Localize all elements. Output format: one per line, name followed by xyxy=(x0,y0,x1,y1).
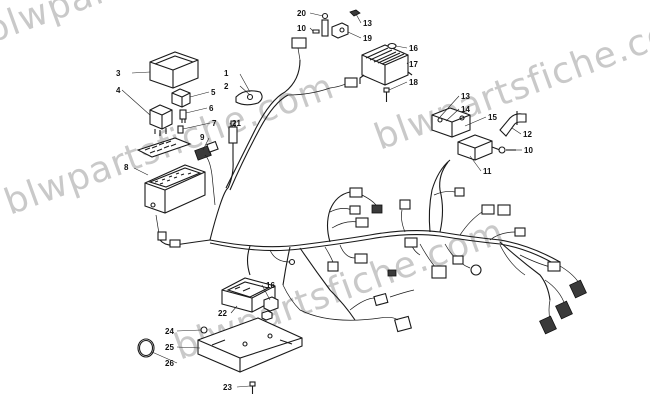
connector-right-a xyxy=(454,187,465,197)
callout-12: 12 xyxy=(523,130,532,139)
control-module xyxy=(457,134,506,161)
connector-far-b xyxy=(569,279,587,299)
connector-far-e xyxy=(514,227,526,237)
callout-26: 26 xyxy=(165,359,174,368)
connector-far-c xyxy=(555,300,573,320)
ecu xyxy=(221,277,276,313)
nut xyxy=(200,326,208,334)
screw xyxy=(249,381,256,394)
pipe-fitting xyxy=(499,111,527,137)
connector-right-b xyxy=(481,204,495,215)
callout-21: 21 xyxy=(232,119,241,128)
watermark-line: blwpartsfiche.com xyxy=(0,0,320,52)
callout-6: 6 xyxy=(209,104,214,113)
callout-4: 4 xyxy=(116,86,121,95)
callout-labels: 1 2 3 4 5 6 7 8 9 10 10 11 12 13 13 14 1… xyxy=(116,9,533,392)
fuse-block xyxy=(144,164,206,214)
callout-5: 5 xyxy=(211,88,216,97)
callout-14: 14 xyxy=(461,105,470,114)
callout-7: 7 xyxy=(212,119,217,128)
connector-regulator xyxy=(344,77,358,88)
callout-20: 20 xyxy=(297,9,306,18)
connector-lower-a xyxy=(373,292,389,307)
connector-left xyxy=(157,231,167,241)
callout-17: 17 xyxy=(409,60,418,69)
connector-fuse xyxy=(169,239,181,248)
callout-13-right: 13 xyxy=(461,92,470,101)
connector-lr-b xyxy=(431,265,447,279)
callout-3: 3 xyxy=(116,69,121,78)
connector-9 xyxy=(194,140,219,161)
callout-19: 19 xyxy=(363,34,372,43)
bolt-18 xyxy=(383,87,390,102)
callout-23: 23 xyxy=(223,383,232,392)
callout-18: 18 xyxy=(409,78,418,87)
voltage-regulator xyxy=(359,44,413,86)
callout-16-lower: 16 xyxy=(266,281,275,290)
callout-2: 2 xyxy=(224,82,229,91)
fuse-mini xyxy=(177,125,184,134)
callout-22: 22 xyxy=(218,309,227,318)
connector-lower-c xyxy=(387,269,397,277)
callout-10-top: 10 xyxy=(297,24,306,33)
connector-lr-c xyxy=(452,255,464,265)
connector-center-e xyxy=(371,204,383,214)
connector-center-f xyxy=(327,261,339,272)
connector-right-d xyxy=(399,199,411,210)
connector-center-c xyxy=(349,205,361,215)
callout-11: 11 xyxy=(483,167,492,176)
fuse xyxy=(179,109,187,123)
callout-24: 24 xyxy=(165,327,174,336)
callout-10-right: 10 xyxy=(524,146,533,155)
connector-center-d xyxy=(354,253,368,264)
connector-lower-b xyxy=(394,315,412,333)
mounting-plate xyxy=(197,317,303,373)
fuse-strip xyxy=(136,137,192,158)
leader-lines xyxy=(121,12,522,388)
watermark: blwpartsfiche.com blwpartsfiche.com blwp… xyxy=(0,0,650,368)
callout-13-top: 13 xyxy=(363,19,372,28)
connector-center-a xyxy=(349,187,363,198)
callout-25: 25 xyxy=(165,343,174,352)
callout-9: 9 xyxy=(200,133,205,142)
connector-lr-a xyxy=(404,237,418,248)
connector-top xyxy=(291,37,307,49)
clamp xyxy=(235,90,263,106)
washer xyxy=(387,42,397,50)
connector-right-c xyxy=(497,204,511,216)
connector-far-d xyxy=(539,315,557,335)
o-ring xyxy=(137,338,155,358)
connector-center-b xyxy=(355,217,369,228)
fuse-box-cover xyxy=(149,51,199,89)
callout-8: 8 xyxy=(124,163,129,172)
relay xyxy=(149,104,173,136)
wiring-harness xyxy=(155,37,587,335)
round-sensor xyxy=(470,264,482,276)
callout-16-top: 16 xyxy=(409,44,418,53)
callout-15: 15 xyxy=(488,113,497,122)
bracket-top xyxy=(312,9,361,39)
callout-1: 1 xyxy=(224,69,229,78)
mini-relay xyxy=(171,88,191,108)
bushing xyxy=(261,296,279,321)
connector-far-a xyxy=(547,261,561,272)
